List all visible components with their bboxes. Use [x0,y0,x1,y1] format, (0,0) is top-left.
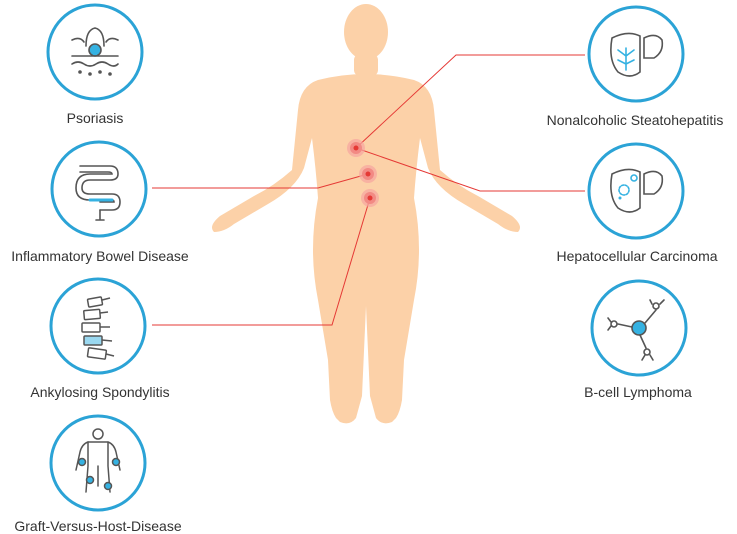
as-node [49,277,147,375]
target-marker-spine [361,189,379,207]
psoriasis-node [46,3,144,101]
intestine-icon [75,165,121,221]
cell-network-icon [607,299,665,361]
liver-tumor-icon [610,168,664,213]
skin-follicle-icon [71,27,119,76]
label-as: Ankylosing Spondylitis [30,384,170,400]
label-hcc: Hepatocellular Carcinoma [556,248,718,264]
ibd-node [50,140,148,238]
bcl-node [590,279,688,377]
target-marker-liver [347,139,365,157]
connector-hcc [355,147,585,192]
label-bcl: B-cell Lymphoma [584,384,692,400]
label-psoriasis: Psoriasis [66,110,124,126]
connector-as [152,197,371,326]
nash-node [587,5,685,103]
connector-lines [152,54,585,326]
spine-icon [81,296,115,360]
target-marker-intestine [359,165,377,183]
liver-icon [610,32,664,77]
gvhd-node [49,414,147,512]
connector-ibd [152,173,369,189]
label-gvhd: Graft-Versus-Host-Disease [14,518,182,534]
connector-nash [355,54,585,149]
label-nash: Nonalcoholic Steatohepatitis [546,112,724,128]
label-ibd: Inflammatory Bowel Disease [11,248,189,264]
human-joints-icon [75,428,121,493]
hcc-node [587,142,685,240]
human-body-silhouette [212,4,520,424]
